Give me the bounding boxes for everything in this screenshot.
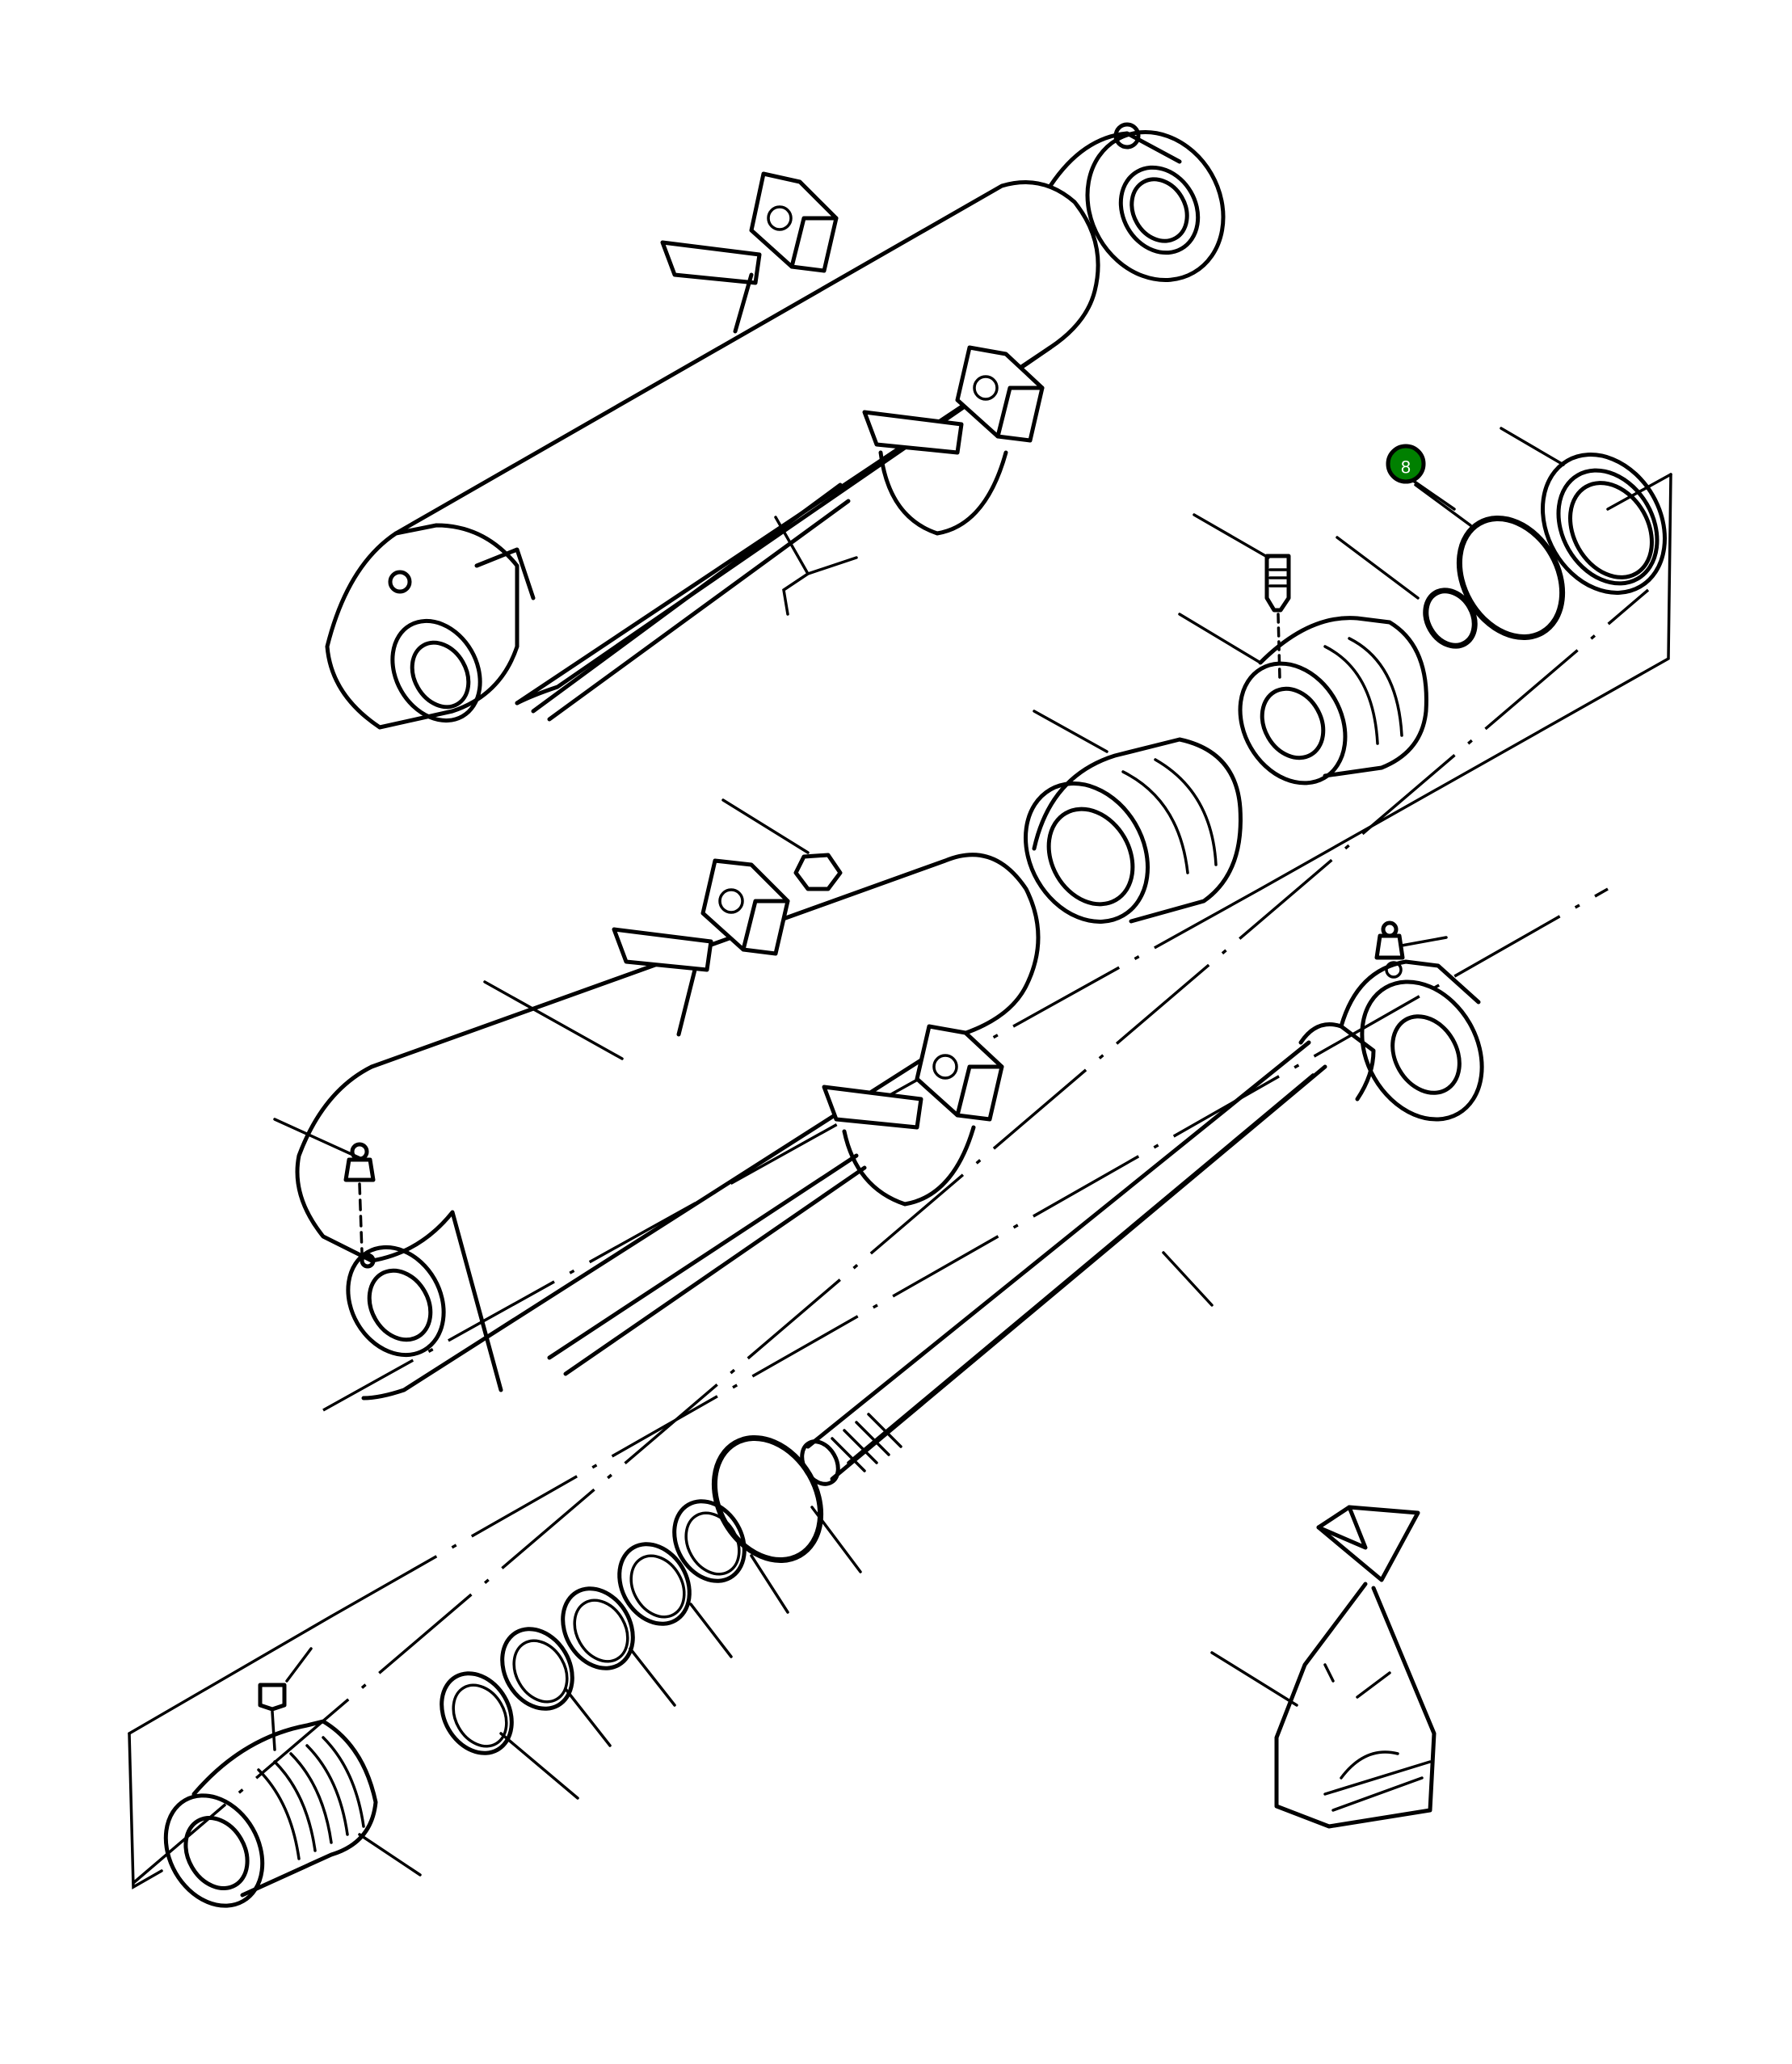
seal-kit-bag: [1274, 1505, 1437, 1829]
grease-fitting-rod: [1374, 920, 1405, 960]
port-block: [660, 171, 839, 334]
piston-rod: [800, 959, 1484, 1486]
cylinder-barrel: [295, 853, 1041, 1401]
assembled-cylinder: [325, 122, 1226, 730]
piston: [1024, 737, 1243, 924]
gland: [163, 1719, 378, 1908]
rod-o-ring: [711, 1435, 824, 1563]
callout-circle: [1386, 444, 1426, 484]
piston-nut: [1238, 616, 1428, 786]
center-axis: [132, 588, 1650, 1885]
set-screw-gland: [258, 1683, 287, 1751]
set-screw-piston: [1264, 554, 1291, 680]
leader-lines: [273, 427, 1565, 1877]
rod-seals: [440, 1499, 747, 1755]
callout-badge-8[interactable]: 8: [1386, 444, 1456, 511]
breather-fitting: [793, 853, 843, 891]
backup-ring: [1423, 588, 1478, 649]
wear-ring: [1541, 453, 1667, 595]
callout-label: 8: [1401, 457, 1411, 478]
o-ring: [1456, 515, 1566, 641]
port-block: [862, 345, 1045, 536]
